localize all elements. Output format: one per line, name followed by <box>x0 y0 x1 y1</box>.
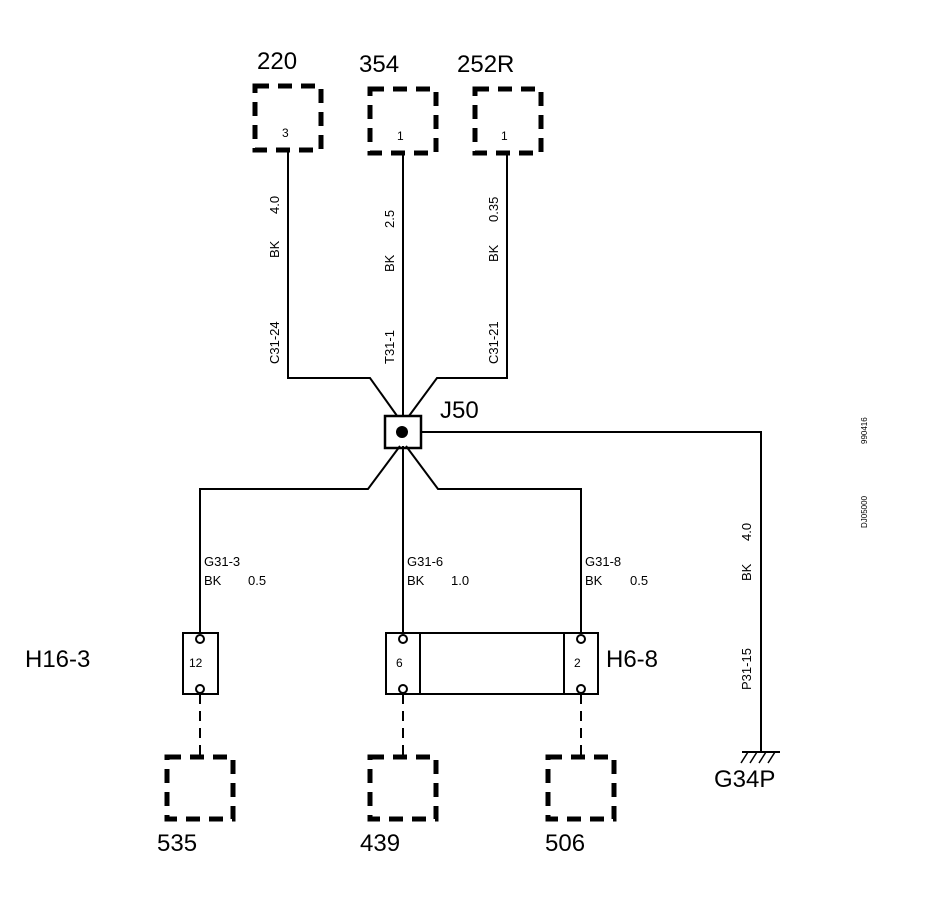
component-252r-label: 252R <box>457 51 514 78</box>
wire-g31-8-id: G31-8 <box>585 554 621 569</box>
wire-g31-6: G31-6 BK 1.0 <box>402 446 469 632</box>
component-535-box <box>164 754 236 822</box>
junction-j50: J50 <box>383 397 479 450</box>
connector-h6-8-pin-6-bottom <box>398 684 408 694</box>
ground-label: G34P <box>714 766 775 793</box>
component-535-label: 535 <box>157 830 197 857</box>
wire-t31-1-id: T31-1 <box>382 330 397 364</box>
component-354: 354 1 <box>359 51 439 156</box>
wire-g31-6-color: BK <box>407 573 425 588</box>
side-code-2: DJ05000 <box>860 495 869 528</box>
connector-h6-8-pin-right: 2 <box>574 656 581 670</box>
component-506: 506 <box>545 754 617 857</box>
wire-c31-21: 0.35 BK C31-21 <box>405 153 508 421</box>
connector-h16-3-label: H16-3 <box>25 646 90 673</box>
component-354-label: 354 <box>359 51 399 78</box>
junction-label: J50 <box>440 397 479 424</box>
component-354-box <box>367 86 439 156</box>
component-220-label: 220 <box>257 48 297 75</box>
wire-c31-21-gauge: 0.35 <box>486 197 501 222</box>
connector-h6-8-pin-6-top <box>398 634 408 644</box>
wire-g31-3-color: BK <box>204 573 222 588</box>
component-439: 439 <box>360 754 439 857</box>
wire-t31-1-gauge: 2.5 <box>382 210 397 228</box>
wire-g31-6-gauge: 1.0 <box>451 573 469 588</box>
connector-h16-3-pin-bottom <box>195 684 205 694</box>
connector-h16-3: H16-3 12 <box>25 632 219 695</box>
wire-p31-15: 4.0 BK P31-15 <box>421 431 762 752</box>
wire-g31-3-id: G31-3 <box>204 554 240 569</box>
connector-h6-8-body <box>385 632 599 695</box>
component-439-label: 439 <box>360 830 400 857</box>
junction-dot <box>396 426 408 438</box>
wire-c31-24: 4.0 BK C31-24 <box>267 150 401 421</box>
connector-h6-8-pin-left: 6 <box>396 656 403 670</box>
component-252r-box <box>472 86 544 156</box>
component-535: 535 <box>157 754 236 857</box>
connector-h16-3-pin: 12 <box>189 656 203 670</box>
component-354-pin: 1 <box>397 129 404 143</box>
connector-h6-8: 6 2 H6-8 <box>385 632 658 695</box>
connector-h16-3-pin-top <box>195 634 205 644</box>
component-506-label: 506 <box>545 830 585 857</box>
wire-t31-1: 2.5 BK T31-1 <box>382 153 404 420</box>
side-code-1: 990416 <box>860 417 869 444</box>
component-220-pin: 3 <box>282 126 289 140</box>
wire-c31-21-id: C31-21 <box>486 321 501 364</box>
wire-g31-8-color: BK <box>585 573 603 588</box>
wire-p31-15-id: P31-15 <box>739 648 754 690</box>
wire-g31-3: G31-3 BK 0.5 <box>199 445 401 632</box>
connector-h6-8-label: H6-8 <box>606 646 658 673</box>
wire-c31-24-id: C31-24 <box>267 321 282 364</box>
wire-c31-21-color: BK <box>486 244 501 262</box>
component-252r: 252R 1 <box>457 51 544 156</box>
wire-g31-8: G31-8 BK 0.5 <box>405 445 648 632</box>
wire-g31-6-id: G31-6 <box>407 554 443 569</box>
wire-p31-15-gauge: 4.0 <box>739 523 754 541</box>
wire-c31-24-gauge: 4.0 <box>267 196 282 214</box>
ground-g34p: G34P <box>714 751 780 793</box>
wire-g31-3-gauge: 0.5 <box>248 573 266 588</box>
connector-h6-8-pin-2-top <box>576 634 586 644</box>
wire-p31-15-color: BK <box>739 563 754 581</box>
wire-g31-8-gauge: 0.5 <box>630 573 648 588</box>
wire-c31-24-color: BK <box>267 240 282 258</box>
component-220-box <box>252 83 324 153</box>
component-252r-pin: 1 <box>501 129 508 143</box>
connector-h6-8-pin-2-bottom <box>576 684 586 694</box>
component-439-box <box>367 754 439 822</box>
component-506-box <box>545 754 617 822</box>
wire-t31-1-color: BK <box>382 254 397 272</box>
component-220: 220 3 <box>252 48 324 153</box>
